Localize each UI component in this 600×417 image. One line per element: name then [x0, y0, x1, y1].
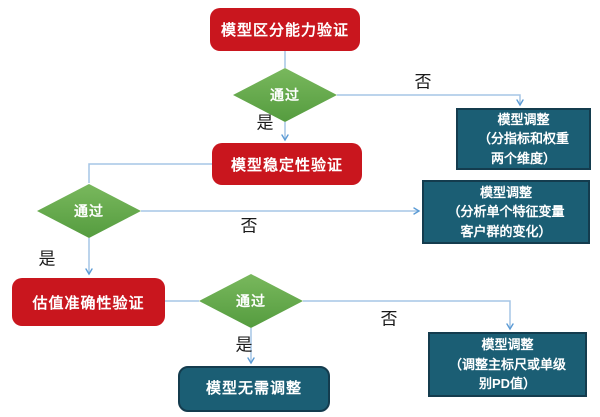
- node-validate-stability: 模型稳定性验证: [212, 143, 362, 185]
- edge-label-no-1: 否: [414, 72, 432, 92]
- node-adjust-accuracy: 模型调整 （调整主标尺或单级 别PD值）: [428, 332, 587, 397]
- connector-box2-to-decision2: [88, 163, 212, 183]
- edge-label-yes-3: 是: [235, 335, 253, 355]
- edge-label-no-2: 否: [240, 216, 258, 236]
- edge-label-yes-1: 是: [256, 113, 274, 133]
- node-adjust-stability: 模型调整 （分析单个特征变量 客户群的变化）: [422, 180, 590, 244]
- decision-discrimination-diamond: 通过: [233, 68, 337, 122]
- decision-accuracy-diamond: 通过: [199, 274, 303, 328]
- node-validate-discrimination: 模型区分能力验证: [210, 8, 360, 51]
- edge-label-no-3: 否: [380, 309, 398, 329]
- connector-decision1-no: [337, 94, 524, 107]
- connector-decision3-no: [303, 300, 514, 331]
- node-validate-accuracy: 估值准确性验证: [12, 278, 165, 326]
- node-adjust-discrimination: 模型调整 （分指标和权重 两个维度）: [456, 108, 591, 170]
- node-no-adjustment: 模型无需调整: [178, 366, 330, 412]
- edge-label-yes-2: 是: [38, 249, 56, 269]
- decision-stability-diamond: 通过: [37, 184, 141, 238]
